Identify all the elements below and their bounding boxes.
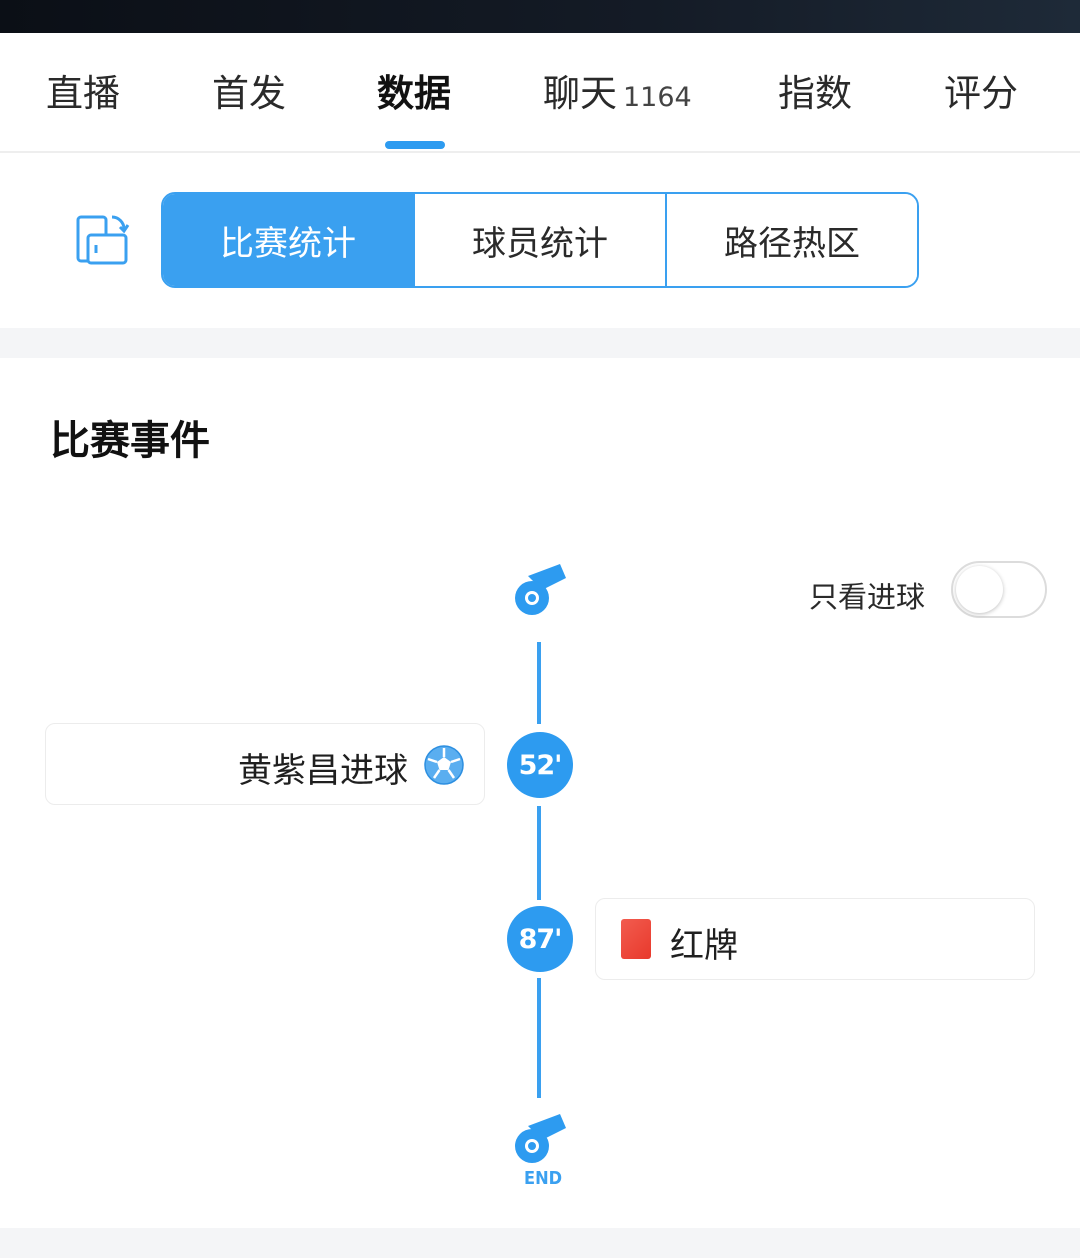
toggle-knob bbox=[956, 566, 1003, 613]
tab-lineup[interactable]: 首发 bbox=[212, 63, 286, 117]
end-whistle-icon bbox=[515, 1114, 566, 1163]
segment-label: 路径热区 bbox=[724, 223, 860, 264]
section-divider bbox=[0, 328, 1080, 358]
event-text: 红牌 bbox=[670, 926, 738, 966]
event-card-red-card[interactable]: 红牌 bbox=[595, 898, 1035, 980]
timeline-line bbox=[537, 642, 541, 724]
segment-label: 比赛统计 bbox=[220, 223, 356, 264]
tab-data[interactable]: 数据 bbox=[377, 63, 451, 117]
rotate-screen-icon[interactable] bbox=[74, 213, 130, 269]
tab-live[interactable]: 直播 bbox=[46, 63, 120, 117]
tab-label: 评分 bbox=[944, 72, 1018, 115]
tab-label: 数据 bbox=[377, 72, 451, 115]
chat-count: 1164 bbox=[623, 82, 692, 113]
tab-label: 首发 bbox=[212, 72, 286, 115]
status-bar bbox=[0, 0, 1080, 33]
tab-label: 指数 bbox=[778, 72, 852, 115]
tab-label: 聊天 bbox=[543, 72, 617, 115]
soccer-ball-icon bbox=[424, 745, 464, 785]
timeline-line bbox=[537, 978, 541, 1098]
active-tab-indicator bbox=[385, 141, 445, 149]
event-minute-badge: 52' bbox=[507, 732, 573, 798]
tab-index[interactable]: 指数 bbox=[778, 63, 852, 117]
stats-switcher-area: 比赛统计 球员统计 路径热区 bbox=[0, 153, 1080, 328]
segment-match-stats[interactable]: 比赛统计 bbox=[163, 194, 413, 286]
event-text: 黄紫昌进球 bbox=[238, 751, 408, 791]
section-title: 比赛事件 bbox=[50, 418, 210, 464]
tab-rating[interactable]: 评分 bbox=[944, 63, 1018, 117]
event-card-goal[interactable]: 黄紫昌进球 bbox=[45, 723, 485, 805]
start-whistle-icon bbox=[515, 564, 566, 615]
end-label: END bbox=[524, 1168, 563, 1189]
event-minute-badge: 87' bbox=[507, 906, 573, 972]
segment-player-stats[interactable]: 球员统计 bbox=[413, 194, 665, 286]
stats-segmented-control: 比赛统计 球员统计 路径热区 bbox=[161, 192, 919, 288]
red-card-icon bbox=[621, 919, 651, 959]
segment-label: 球员统计 bbox=[472, 223, 608, 264]
bottom-divider bbox=[0, 1228, 1080, 1258]
timeline-line bbox=[537, 806, 541, 900]
tab-label: 直播 bbox=[46, 72, 120, 115]
goals-only-label: 只看进球 bbox=[809, 580, 926, 614]
goals-only-toggle[interactable] bbox=[951, 561, 1047, 618]
segment-heatmap[interactable]: 路径热区 bbox=[665, 194, 917, 286]
